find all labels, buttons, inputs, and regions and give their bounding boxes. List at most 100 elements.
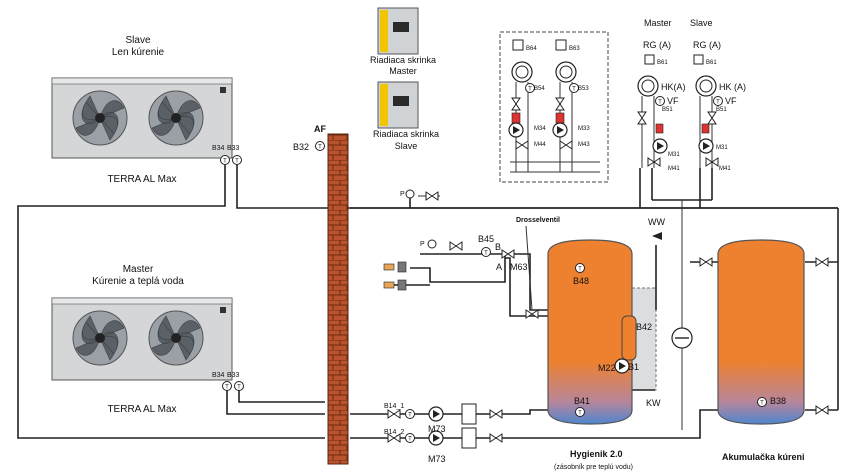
safety-valve-icon [425, 191, 439, 201]
hk-slave: HK (A) [719, 82, 746, 92]
b51-master: B51 [662, 107, 673, 113]
slave-unit: Slave Len kúrenie B34 B33 TERRA AL Max [51, 35, 242, 185]
valve-icon [555, 97, 565, 111]
sensor-icon [713, 96, 723, 106]
m44-label: M44 [534, 142, 546, 148]
rg-slave: RG (A) [693, 40, 721, 50]
b38-label: B38 [770, 396, 786, 406]
pressure-label-mid: P [420, 241, 425, 248]
valve-icon [489, 433, 503, 443]
pump-icon [614, 358, 630, 374]
master-cabinet-label: Riadiaca skrinka [370, 55, 436, 65]
master-circuit-title: Master [644, 18, 672, 28]
b64-label: B64 [526, 46, 537, 52]
valve-port-b: B [495, 242, 501, 252]
sensor-icon [222, 381, 232, 391]
b53-label: B53 [578, 86, 589, 92]
m73-bottom-label: M73 [428, 454, 446, 464]
circulation-pump-icon [428, 406, 444, 422]
master-unit: Master Kúrenie a teplá voda B34 B33 TERR… [51, 264, 244, 415]
sensor-icon [655, 96, 665, 106]
b14-2-label: B14_2 [384, 429, 404, 436]
b45-label: B45 [478, 234, 494, 244]
accumulator-tank-name: Akumulačka kúreni [722, 452, 805, 462]
pressure-gauge-icon [405, 189, 415, 199]
b61-master: B61 [657, 60, 668, 66]
m41-slave: M41 [719, 166, 731, 172]
valve-icon [637, 111, 647, 125]
hygienic-tank-body [547, 239, 633, 425]
slave-sensor-b34: B34 [212, 145, 225, 152]
b1-label: B1 [628, 362, 639, 372]
vf-slave: VF [725, 96, 737, 106]
m31-slave: M31 [716, 145, 728, 151]
accumulator-tank-body [717, 239, 805, 425]
valve-port-a: A [496, 262, 502, 272]
sensor-icon [234, 381, 244, 391]
slave-cabinet-role: Slave [395, 141, 418, 151]
accumulator-tank: B38 Akumulačka kúreni [671, 239, 829, 462]
rg-master: RG (A) [643, 40, 671, 50]
three-way-valve-icon [501, 249, 515, 259]
hygienic-tank-subname: (zásobník pre teplú vodu) [554, 464, 633, 471]
sensor-icon [481, 247, 491, 257]
mixing-circuits-left: B64 B63 B54 B53 M34 M33 M44 M43 [499, 31, 609, 183]
b61-slave: B61 [706, 60, 717, 66]
m34-label: M34 [534, 126, 546, 132]
m73-top-label: M73 [428, 424, 446, 434]
valve-icon [707, 111, 717, 125]
master-model: TERRA AL Max [107, 404, 176, 415]
m33-label: M33 [578, 126, 590, 132]
b63-label: B63 [569, 46, 580, 52]
sensor-icon [405, 409, 415, 419]
sensor-icon [232, 155, 242, 165]
pump-icon [552, 122, 568, 138]
valve-icon [815, 405, 829, 415]
sensor-icon [220, 155, 230, 165]
drosselventil-label: Drosselventil [516, 217, 560, 224]
b42-label: B42 [636, 322, 652, 332]
pump-icon [652, 138, 668, 154]
pressure-label-top: P [400, 191, 405, 198]
master-sensor-b34: B34 [212, 372, 225, 379]
m22-label: M22 [598, 363, 616, 373]
shower-icon [652, 232, 662, 240]
sensor-icon [575, 263, 585, 273]
vf-master: VF [667, 96, 679, 106]
b41-label: B41 [574, 396, 590, 406]
valve-icon [511, 97, 521, 111]
hygienic-tank-name: Hygienik 2.0 [570, 449, 623, 459]
slave-cabinet-label: Riadiaca skrinka [373, 129, 439, 139]
sensor-icon [405, 433, 415, 443]
outdoor-sensor-icon [315, 141, 325, 151]
sensor-icon [575, 407, 585, 417]
filter-icon [461, 427, 477, 449]
pressure-gauge-icon [427, 239, 437, 249]
slave-sensor-b33: B33 [227, 145, 240, 152]
fan-icon [72, 90, 128, 146]
master-subtitle: Kúrenie a teplá voda [92, 276, 184, 287]
master-sensor-b33: B33 [227, 372, 240, 379]
slave-subtitle: Len kúrenie [112, 47, 165, 58]
mixing-valve-icon [515, 140, 529, 150]
fan-icon [148, 310, 204, 366]
ww-label: WW [648, 217, 665, 227]
valve-icon [815, 257, 829, 267]
building-wall: AF B32 [293, 124, 349, 465]
valve-icon [699, 257, 713, 267]
hydraulic-fittings: P P B45 B A M63 Drosselventil B14_1 B14_… [383, 189, 560, 464]
pump-icon [698, 138, 714, 154]
slave-title: Slave [125, 35, 150, 46]
kw-label: KW [646, 398, 661, 408]
fan-icon [148, 90, 204, 146]
hk-master: HK(A) [661, 82, 686, 92]
m63-label: M63 [510, 262, 528, 272]
control-cabinets: Riadiaca skrinka Master Riadiaca skrinka… [370, 7, 439, 151]
master-title: Master [123, 264, 154, 275]
fan-icon [72, 310, 128, 366]
b14-1-label: B14_1 [384, 403, 404, 410]
pump-icon [508, 122, 524, 138]
safety-valve-icon [449, 241, 463, 251]
slave-model: TERRA AL Max [107, 174, 176, 185]
